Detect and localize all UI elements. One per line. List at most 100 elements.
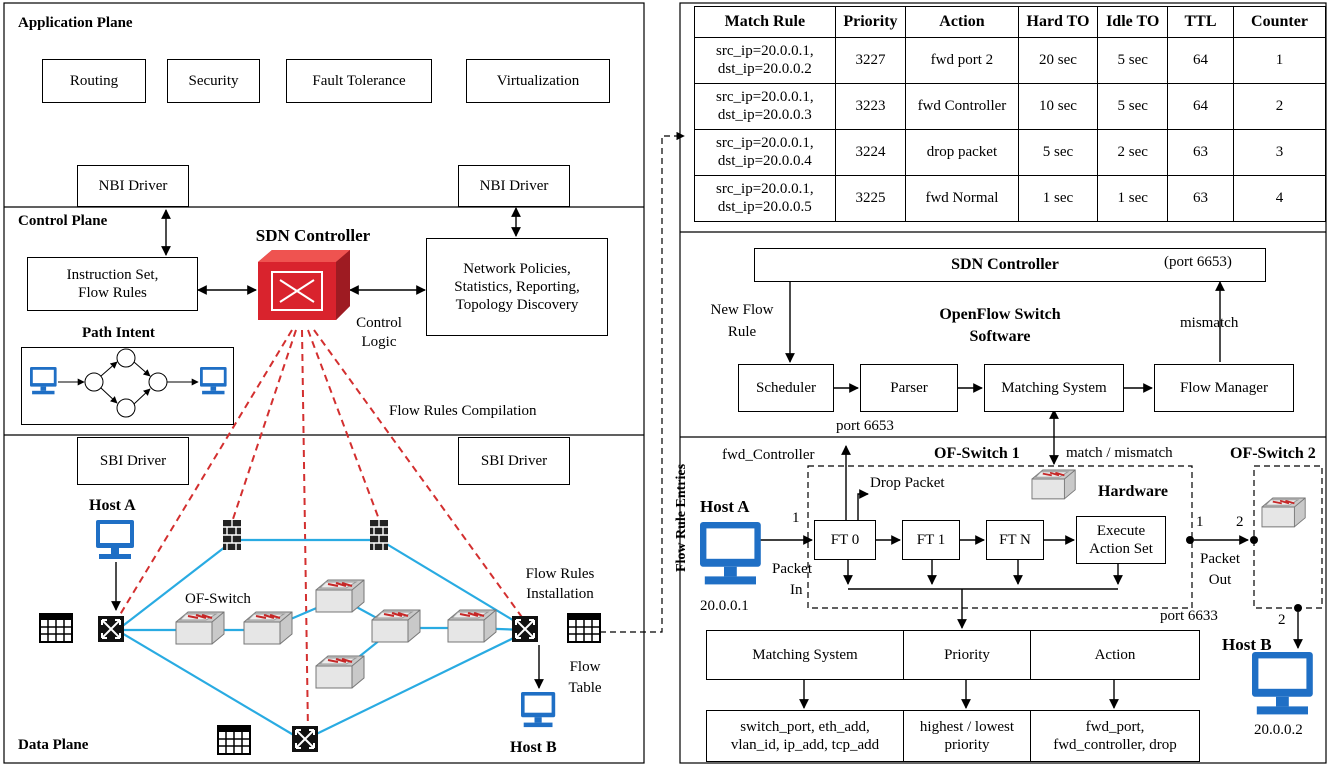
of-switch-icon [175, 611, 225, 645]
instruction-set-box: Instruction Set, Flow Rules [27, 257, 198, 311]
header-ttl: TTL [1167, 6, 1234, 38]
flow-rule-table: Match Rule Priority Action Hard TO Idle … [694, 6, 1326, 222]
match-src: src_ip=20.0.0.1, [716, 43, 814, 60]
header-counter: Counter [1233, 6, 1326, 38]
of-switch-label: OF-Switch [185, 591, 251, 607]
parser-box: Parser [860, 364, 958, 412]
cell-match-rule: src_ip=20.0.0.1,dst_ip=20.0.0.5 [694, 175, 836, 222]
cell-ttl: 64 [1167, 37, 1234, 84]
new-flow-rule-line-2: Rule [727, 324, 757, 340]
of-switch-icon [315, 579, 365, 613]
edge-router-right-icon [511, 615, 539, 643]
priority-values-line-2: priority [944, 737, 990, 753]
sbi-driver-right-box: SBI Driver [458, 437, 570, 485]
flow-table-right-icon [567, 613, 601, 643]
port-6633-label: port 6633 [1160, 608, 1218, 624]
table-row: src_ip=20.0.0.1,dst_ip=20.0.0.4 3224 dro… [694, 129, 1326, 176]
firewall-left-icon [222, 519, 242, 551]
control-logic-line-1: Control [356, 315, 402, 331]
cell-counter: 1 [1233, 37, 1326, 84]
port-2-dot [1250, 536, 1258, 544]
of-switch-2-label: OF-Switch 2 [1230, 445, 1316, 462]
ftn-box: FT N [986, 520, 1044, 560]
of-switch-2-icon [1261, 497, 1307, 528]
cell-ttl: 64 [1167, 83, 1234, 130]
table-row: src_ip=20.0.0.1,dst_ip=20.0.0.2 3227 fwd… [694, 37, 1326, 84]
openflow-controller-label: SDN Controller [951, 256, 1059, 273]
flow-table-line-2: Table [568, 680, 602, 696]
host-b-label: Host B [510, 739, 557, 756]
software-line-1: OpenFlow Switch [939, 306, 1061, 323]
cell-priority: 3224 [834, 129, 907, 176]
control-logic-line-2: Logic [361, 334, 397, 350]
of-switch-2-box [1253, 465, 1323, 609]
cell-ttl: 63 [1167, 175, 1234, 222]
cell-idle-to: 1 sec [1097, 175, 1169, 222]
ft1-box: FT 1 [902, 520, 960, 560]
network-policies-box: Network Policies, Statistics, Reporting,… [426, 238, 608, 336]
policies-line-1: Network Policies, [463, 261, 571, 277]
drop-packet-arrow [857, 489, 869, 522]
cell-priority: 3225 [834, 175, 907, 222]
cell-match-rule: src_ip=20.0.0.1,dst_ip=20.0.0.3 [694, 83, 836, 130]
execute-line-2: Action Set [1089, 541, 1153, 557]
flow-rules-compilation-label: Flow Rules Compilation [389, 403, 537, 419]
port-1-left-label: 1 [792, 510, 800, 526]
host-b-right-computer-icon [1252, 652, 1313, 715]
cell-idle-to: 5 sec [1097, 83, 1169, 130]
mismatch-label: mismatch [1180, 315, 1239, 331]
host-a-label: Host A [89, 497, 136, 514]
flow-manager-box: Flow Manager [1154, 364, 1294, 412]
port-1-right-label: 1 [1196, 514, 1204, 530]
execute-action-set-box: Execute Action Set [1076, 516, 1166, 564]
port-2-bottom-dot [1294, 604, 1302, 612]
packet-out-line-2: Out [1208, 572, 1232, 588]
header-match-rule: Match Rule [694, 6, 836, 38]
match-src: src_ip=20.0.0.1, [716, 135, 814, 152]
cell-counter: 4 [1233, 175, 1326, 222]
cell-action: fwd port 2 [905, 37, 1019, 84]
edge-router-left-icon [97, 615, 125, 643]
cell-idle-to: 5 sec [1097, 37, 1169, 84]
cell-hard-to: 1 sec [1017, 175, 1099, 222]
port-6653-top-label: (port 6653) [1164, 254, 1232, 270]
priority-values-line-1: highest / lowest [919, 719, 1015, 735]
host-b-computer-icon [521, 692, 556, 728]
app-routing-box: Routing [42, 59, 146, 103]
match-src: src_ip=20.0.0.1, [716, 181, 814, 198]
cell-counter: 2 [1233, 83, 1326, 130]
application-plane-title: Application Plane [18, 15, 133, 31]
installation-line-1: Flow Rules [525, 566, 595, 582]
cell-match-rule: src_ip=20.0.0.1,dst_ip=20.0.0.2 [694, 37, 836, 84]
matching-values-line-1: switch_port, eth_add, [740, 719, 870, 735]
sdn-controller-bar [754, 248, 1266, 282]
app-virtualization-box: Virtualization [466, 59, 610, 103]
matching-system-box: Matching System [984, 364, 1124, 412]
header-hard-to: Hard TO [1017, 6, 1099, 38]
flow-table-line-1: Flow [569, 659, 601, 675]
host-a-computer-icon [96, 520, 134, 559]
cell-priority: 3227 [834, 37, 907, 84]
hardware-label: Hardware [1098, 483, 1168, 500]
cell-action: fwd Controller [905, 83, 1019, 130]
of-switch-icon [447, 609, 497, 643]
edge-router-bottom-icon [291, 725, 319, 753]
packet-out-line-1: Packet [1200, 551, 1240, 567]
host-b-ip-label: 20.0.0.2 [1254, 722, 1303, 738]
control-plane-title: Control Plane [18, 213, 108, 229]
match-dst: dst_ip=20.0.0.5 [717, 198, 812, 215]
bottom-action-values: fwd_port, fwd_controller, drop [1030, 710, 1200, 762]
cell-action: fwd Normal [905, 175, 1019, 222]
table-header-row: Match Rule Priority Action Hard TO Idle … [694, 6, 1326, 38]
firewall-right-icon [369, 519, 389, 551]
of-switch-icon [243, 611, 293, 645]
flow-rules-line: Flow Rules [78, 285, 147, 301]
header-action: Action [905, 6, 1019, 38]
of-switch-1-label: OF-Switch 1 [934, 445, 1020, 462]
of-switch-icon [315, 655, 365, 689]
port-2-right-label: 2 [1236, 514, 1244, 530]
cell-hard-to: 10 sec [1017, 83, 1099, 130]
host-a-right-label: Host A [700, 497, 750, 516]
execute-line-1: Execute [1096, 523, 1146, 539]
